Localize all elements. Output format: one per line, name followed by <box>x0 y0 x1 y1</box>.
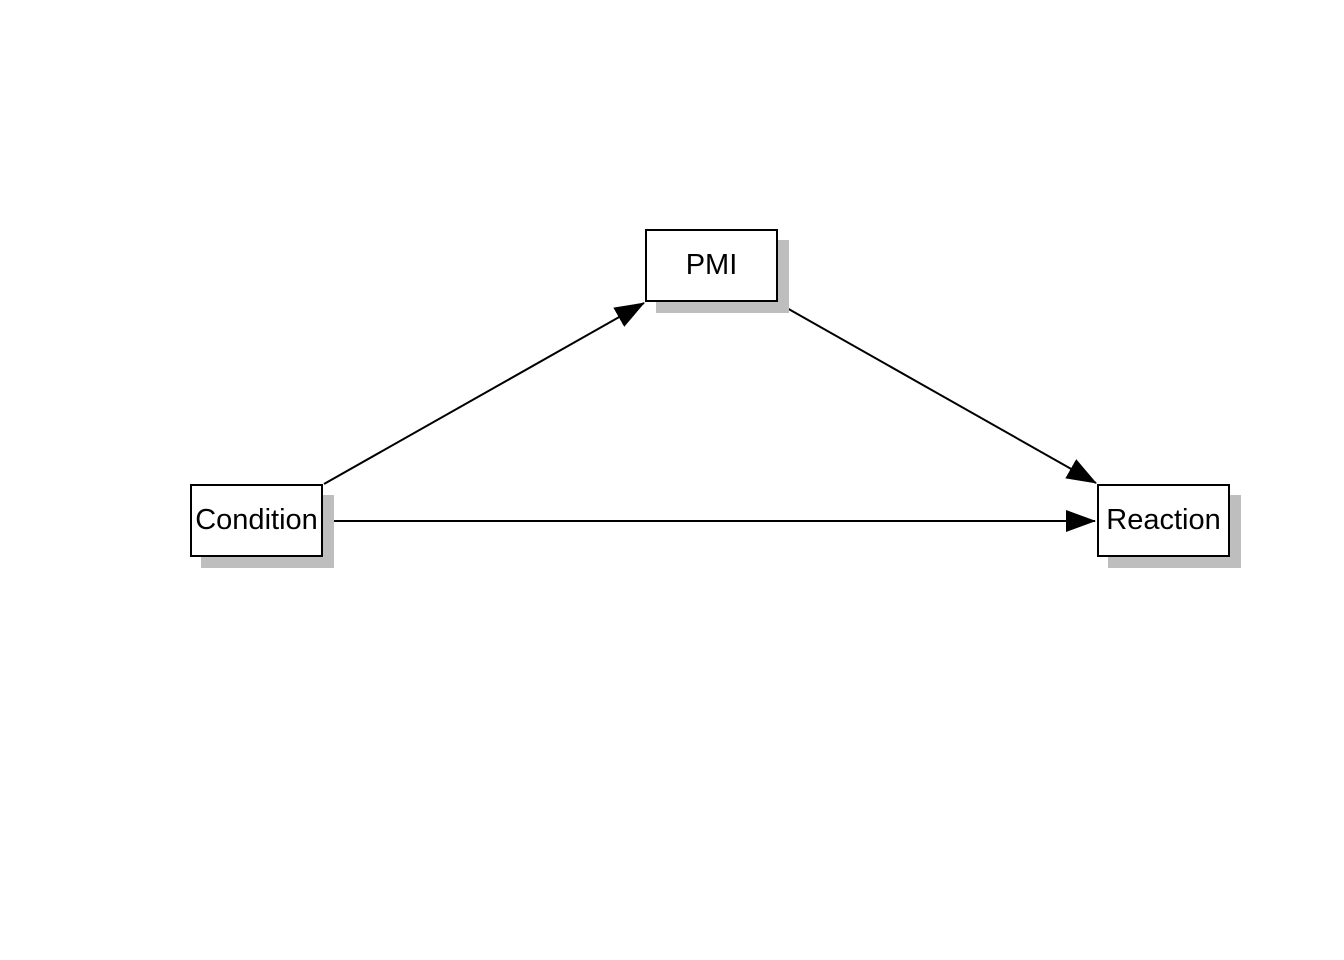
node-condition-label: Condition <box>195 504 318 536</box>
node-pmi: PMI <box>645 229 778 302</box>
edge-condition-pmi <box>323 302 645 485</box>
node-pmi-label: PMI <box>685 249 738 281</box>
node-reaction: Reaction <box>1097 484 1230 557</box>
node-condition: Condition <box>190 484 323 557</box>
edge-pmi-reaction <box>777 302 1097 484</box>
node-reaction-label: Reaction <box>1106 504 1221 536</box>
